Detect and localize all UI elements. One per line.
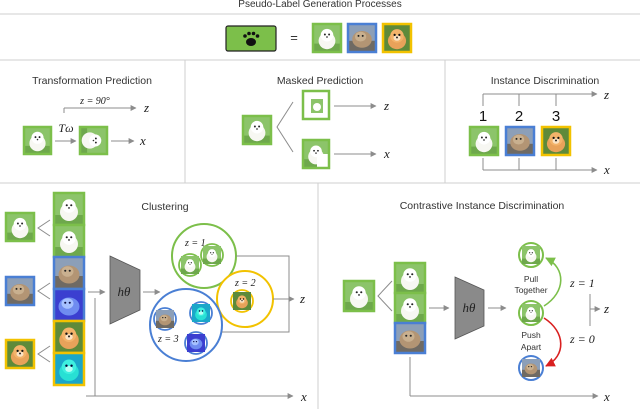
masked-image-bottom [301,138,331,170]
cluster-1-label: z = 1 [184,238,206,249]
encoder-label: hθ [118,284,132,299]
panel-title: Instance Discrimination [491,75,600,87]
source-image-white [4,211,36,243]
panel-title: Masked Prediction [277,75,364,87]
push-label-line2: Apart [521,342,542,352]
panel-masked-prediction: Masked Prediction z x [241,75,390,170]
split-arrows [276,101,294,153]
source-image-brown [4,275,36,307]
positive-label: z = 1 [569,276,595,290]
source-image-white [342,279,376,313]
masked-image-top [301,89,331,121]
header-title: Pseudo-Label Generation Processes [238,0,401,10]
x-axis-label: x [139,133,146,148]
x-axis-label: x [383,146,390,161]
negative-embedding [518,355,544,381]
pull-label-line2: Together [514,285,547,295]
negative-label: z = 0 [569,332,595,346]
transform-operator: Tω [58,121,73,135]
paw-icon [243,31,260,46]
rotation-label: z = 90° [79,96,110,107]
cluster-2-label: z = 2 [234,278,256,289]
header-image-white-dog [311,22,343,54]
instance-image-2 [504,125,536,157]
panel-title: Contrastive Instance Discrimination [400,200,565,212]
push-arrow [543,317,562,367]
push-label-line1: Push [521,330,541,340]
panel-instance-discrimination: Instance Discrimination z 1 2 3 x [468,75,610,177]
index-1: 1 [479,108,487,125]
header-image-brown-dog [346,22,378,54]
anchor-embedding-middle [518,300,544,326]
augmented-column [393,261,427,355]
instance-image-1 [468,125,500,157]
anchor-embedding-top [518,242,544,268]
cluster-3-label: z = 3 [157,334,179,345]
z-axis-label: z [143,100,149,115]
z-axis-label: z [383,98,389,113]
pull-arrow [543,257,562,307]
panel-title: Clustering [141,201,188,213]
encoder-block: hθ [454,276,485,340]
z-axis-label: z [299,291,305,306]
x-axis-label: x [300,389,307,404]
panel-transformation-prediction: Transformation Prediction z = 90° z Tω x [22,75,152,156]
x-axis-label: x [603,389,610,404]
cluster-3: z = 3 [149,288,223,362]
panel-title: Transformation Prediction [32,75,152,87]
z-axis-label: z [603,301,609,316]
equals-sign: = [290,30,298,45]
source-image-orange [4,338,36,370]
pseudo-label-icon [225,25,277,52]
cluster-1: z = 1 [171,223,237,289]
index-2: 2 [515,108,523,125]
input-image [241,114,273,146]
index-3: 3 [552,108,560,125]
encoder-block: hθ [109,255,141,325]
pull-label-line1: Pull [524,274,538,284]
panel-contrastive: Contrastive Instance Discrimination hθ P… [342,200,610,404]
panel-clustering: Clustering [4,191,307,404]
rotated-image [78,125,109,156]
augmented-column [52,191,86,387]
cluster-2: z = 2 [216,270,274,328]
x-axis-label: x [603,162,610,177]
header-image-orange-dog [381,22,413,54]
instance-image-3 [540,125,572,157]
z-axis-label: z [603,87,609,102]
encoder-label: hθ [463,300,477,315]
input-image [22,125,53,156]
